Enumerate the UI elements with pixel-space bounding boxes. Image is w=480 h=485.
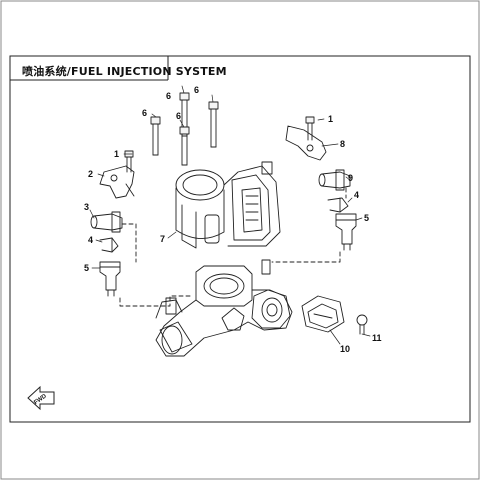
callout-9: 9 bbox=[348, 173, 353, 183]
callout-10: 10 bbox=[340, 344, 350, 354]
callout-5-left: 5 bbox=[84, 263, 89, 273]
callout-11: 11 bbox=[372, 333, 382, 343]
callout-3: 3 bbox=[84, 202, 89, 212]
hose-line-left bbox=[119, 295, 191, 307]
diagram-border bbox=[9, 55, 471, 423]
bolt-6-d bbox=[208, 101, 219, 148]
callout-1-left: 1 bbox=[114, 149, 119, 159]
injector-5-right bbox=[335, 213, 357, 251]
bolt-1-right bbox=[305, 116, 315, 141]
callout-6-d: 6 bbox=[194, 85, 199, 95]
clip-4-left bbox=[99, 237, 119, 253]
bracket-8 bbox=[285, 125, 327, 161]
callout-7: 7 bbox=[160, 234, 165, 244]
screw-11 bbox=[356, 314, 368, 335]
throttle-body-7 bbox=[175, 161, 281, 249]
callout-6-b: 6 bbox=[166, 91, 171, 101]
sensor-10 bbox=[301, 295, 345, 333]
callout-numbers: 1 1 2 3 4 4 5 5 6 6 6 6 7 8 9 10 11 bbox=[84, 85, 382, 354]
injector-5-left bbox=[99, 261, 121, 297]
callout-8: 8 bbox=[340, 139, 345, 149]
fuel-line-left bbox=[121, 223, 137, 263]
callout-2: 2 bbox=[88, 169, 93, 179]
callout-6-a: 6 bbox=[142, 108, 147, 118]
fuel-connector-3 bbox=[90, 211, 123, 233]
clip-4-right bbox=[327, 197, 349, 213]
hose-line-right bbox=[271, 251, 341, 263]
leader-lines bbox=[89, 85, 371, 345]
fuel-connector-9 bbox=[318, 169, 351, 191]
callout-4-right: 4 bbox=[354, 190, 359, 200]
fwd-arrow-icon: FWD bbox=[27, 385, 55, 411]
callout-6-c: 6 bbox=[176, 111, 181, 121]
bolt-6-c bbox=[179, 126, 190, 166]
callout-4-left: 4 bbox=[88, 235, 93, 245]
callout-1-right: 1 bbox=[328, 114, 333, 124]
intake-manifold bbox=[155, 259, 293, 357]
bolt-6-a bbox=[150, 116, 161, 156]
bracket-2 bbox=[99, 165, 135, 199]
page-title: 喷油系统/FUEL INJECTION SYSTEM bbox=[22, 65, 227, 78]
callout-5-right: 5 bbox=[364, 213, 369, 223]
